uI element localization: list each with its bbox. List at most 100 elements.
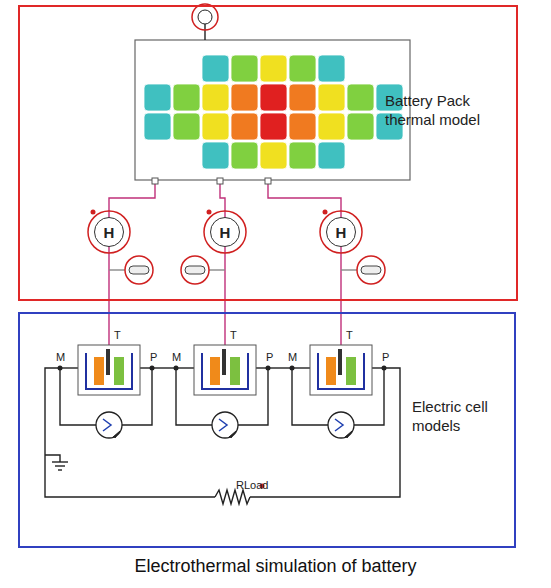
- heat-tile: [231, 113, 258, 140]
- electrode: [210, 357, 220, 385]
- cell-box: [78, 345, 140, 395]
- heat-tile: [289, 142, 316, 169]
- component-label: RLoad: [236, 480, 268, 491]
- sensor-highlight: [320, 211, 362, 253]
- heat-tile: [318, 142, 345, 169]
- ground-wire: [45, 455, 60, 462]
- port-highlight: [192, 4, 218, 30]
- heat-tile: [231, 84, 258, 111]
- pin: [174, 366, 179, 371]
- heat-flow-sensor: H: [94, 217, 124, 247]
- pin: [150, 366, 155, 371]
- polarity-dot: [91, 210, 96, 215]
- region-box: Electric cell models: [18, 312, 516, 548]
- heat-tile: [202, 55, 229, 82]
- pin-label: T: [346, 330, 353, 341]
- sensor-arrow: [113, 431, 120, 438]
- heat-tile: [289, 55, 316, 82]
- pin-label: M: [56, 352, 65, 363]
- heat-tile: [318, 84, 345, 111]
- pin-label: P: [266, 352, 273, 363]
- sensor-highlight: [125, 256, 153, 284]
- heat-wire: [268, 184, 341, 345]
- heat-tile: [144, 84, 171, 111]
- electrode: [346, 357, 356, 385]
- ground-symbol: [52, 461, 68, 462]
- region-title: Battery Pack thermal model: [385, 92, 505, 130]
- ambient-source: [198, 10, 212, 24]
- heat-flow-sensor: H: [326, 217, 356, 247]
- sensor-letter: H: [336, 225, 347, 240]
- heat-tile: [260, 142, 287, 169]
- pin: [382, 366, 387, 371]
- sensor-letter: H: [104, 225, 115, 240]
- thermal-port: [152, 178, 158, 184]
- separator: [338, 349, 342, 375]
- symbols: [52, 4, 387, 504]
- sensor-arrow: [345, 431, 352, 438]
- pin-label: M: [172, 352, 181, 363]
- pin-label: M: [288, 352, 297, 363]
- pin-label: P: [382, 352, 389, 363]
- polarity-dot: [207, 210, 212, 215]
- ground-symbol: [58, 469, 62, 470]
- region-box: Battery Pack thermal modelH H H: [18, 5, 518, 301]
- pin: [290, 366, 295, 371]
- region-title: Electric cell models: [412, 398, 508, 436]
- electrode: [94, 357, 104, 385]
- heat-tile: [347, 84, 374, 111]
- current-sensor: [96, 412, 122, 438]
- source-wire: [204, 24, 205, 40]
- heat-tile: [347, 113, 374, 140]
- heat-tile: [202, 113, 229, 140]
- heat-map: [135, 40, 410, 180]
- heat-tile: [318, 113, 345, 140]
- separator: [222, 349, 226, 375]
- heat-tile: [202, 142, 229, 169]
- thermal-model-box: [135, 40, 410, 180]
- heat-tile: [173, 113, 200, 140]
- heat-tile: [202, 84, 229, 111]
- temperature-sensor: [129, 266, 149, 274]
- cell-box: [194, 345, 256, 395]
- cell-box: [310, 345, 372, 395]
- heat-tile: [318, 55, 345, 82]
- series-wire: [268, 367, 292, 368]
- sensor-arrow: [103, 419, 111, 431]
- heat-tile: [260, 55, 287, 82]
- caption: Electrothermal simulation of battery: [0, 556, 551, 577]
- heat-tile: [289, 113, 316, 140]
- thermal-port: [265, 178, 271, 184]
- heat-wire: [220, 184, 225, 345]
- sensor-highlight: [88, 211, 130, 253]
- wires: [45, 24, 400, 497]
- current-sensor: [328, 412, 354, 438]
- polarity-dot: [323, 210, 328, 215]
- sensor-arrow: [229, 431, 236, 438]
- pin-label: T: [114, 330, 121, 341]
- heat-tile: [260, 113, 287, 140]
- sensor-arrow: [219, 419, 227, 431]
- pin: [266, 366, 271, 371]
- pin-label: T: [230, 330, 237, 341]
- sensor-highlight: [357, 256, 385, 284]
- electrode: [326, 357, 336, 385]
- pin-label: P: [150, 352, 157, 363]
- pin: [58, 366, 63, 371]
- heat-tile: [144, 113, 171, 140]
- temperature-sensor: [185, 266, 205, 274]
- series-wire: [152, 367, 176, 368]
- electrode: [114, 357, 124, 385]
- cell-wire: [292, 367, 310, 368]
- sensor-wire: [109, 269, 125, 270]
- thermal-port: [217, 178, 223, 184]
- heat-tile: [231, 142, 258, 169]
- heat-flow-sensor: H: [210, 217, 240, 247]
- separator: [106, 349, 110, 375]
- current-sensor: [212, 412, 238, 438]
- heat-tile: [231, 55, 258, 82]
- heat-tile: [173, 84, 200, 111]
- sensor-arrow: [335, 419, 343, 431]
